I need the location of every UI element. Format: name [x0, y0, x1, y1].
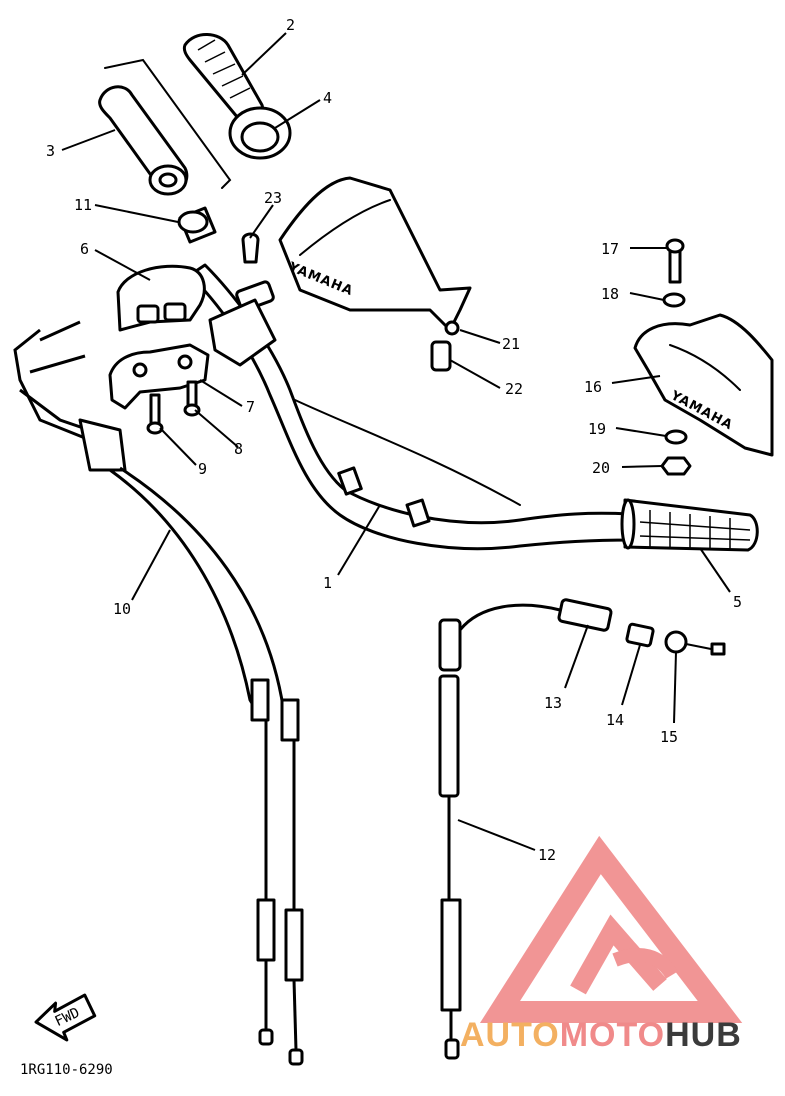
leader-lines	[61, 32, 731, 851]
bolt-17	[665, 238, 685, 284]
callout-13: 13	[544, 694, 562, 712]
callout-3: 3	[46, 142, 55, 160]
nut-20	[660, 456, 692, 476]
callout-21: 21	[502, 335, 520, 353]
wordmark-auto: AUTO	[460, 1016, 560, 1054]
callout-6: 6	[80, 240, 89, 258]
collar	[177, 206, 217, 244]
callout-9: 9	[198, 460, 207, 478]
throttle-cables	[13, 320, 304, 1066]
screw-9	[146, 393, 164, 435]
logo-triangle-inner	[570, 914, 667, 995]
callout-4: 4	[323, 89, 332, 107]
callout-19: 19	[588, 420, 606, 438]
left-hand-guard: YAMAHA	[278, 176, 472, 332]
clutch-adjuster	[557, 598, 726, 656]
forward-direction-arrow: FWD	[34, 993, 97, 1042]
left-grip	[182, 33, 264, 122]
throttle-housing-upper	[116, 264, 206, 332]
bolt-21	[444, 320, 460, 336]
clutch-cable	[438, 603, 561, 1060]
spacer-22	[430, 340, 452, 372]
automotohub-wordmark: AUTOMOTOHUB	[460, 1016, 742, 1054]
callout-15: 15	[660, 728, 678, 746]
screw-8	[183, 380, 201, 417]
wordmark-hub: HUB	[665, 1016, 742, 1054]
callout-23: 23	[264, 189, 282, 207]
logo-triangle-outer	[479, 835, 743, 1023]
grip-end	[228, 106, 292, 160]
callout-numbers: 1 2 3 4 5 6 7 8 9 10 11 12 13 14 15 16 1…	[46, 16, 742, 864]
diagram-code: 1RG110-6290	[20, 1062, 113, 1078]
wordmark-moto: MOTO	[560, 1016, 665, 1054]
callout-17: 17	[601, 240, 619, 258]
right-grip	[620, 498, 759, 552]
callout-2: 2	[286, 16, 295, 34]
switch-block	[208, 298, 277, 367]
callout-22: 22	[505, 380, 523, 398]
callout-14: 14	[606, 711, 624, 729]
washer-19	[664, 429, 688, 445]
callout-10: 10	[113, 600, 131, 618]
callout-16: 16	[584, 378, 602, 396]
callout-20: 20	[592, 459, 610, 477]
svg-text:AUTOMOTOHUB: AUTOMOTOHUB	[460, 1016, 742, 1054]
logo-swoosh	[612, 948, 679, 979]
callout-12: 12	[538, 846, 556, 864]
callout-7: 7	[246, 398, 255, 416]
callout-18: 18	[601, 285, 619, 303]
automotohub-logo-mark	[479, 835, 743, 1023]
throttle-housing-lower	[108, 343, 210, 410]
throttle-sleeve	[98, 58, 232, 196]
washer-18	[662, 292, 686, 308]
callout-1: 1	[323, 574, 332, 592]
callout-8: 8	[234, 440, 243, 458]
callout-11: 11	[74, 196, 92, 214]
callout-5: 5	[733, 593, 742, 611]
